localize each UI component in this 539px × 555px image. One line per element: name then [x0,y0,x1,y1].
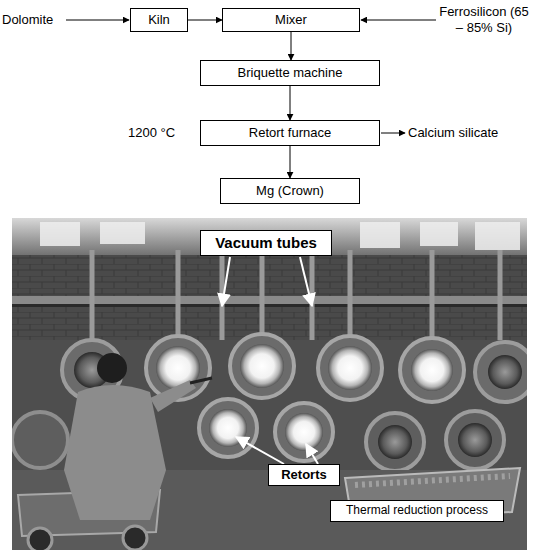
node-text: Vacuum tubes [215,234,317,251]
node-text: Thermal reduction process [346,504,488,518]
node-text: Briquette machine [238,66,343,81]
leader-line [306,444,318,464]
flow-arrow [188,20,222,21]
brick-wall [12,255,527,345]
node-text: Kiln [148,13,170,28]
leader-line [222,257,230,306]
flow-arrow [291,32,292,60]
node-text: Retort furnace [249,126,331,141]
flow-label: Calcium silicate [408,125,518,141]
input-arrow [361,20,436,21]
process-box: Retort furnace [200,120,380,146]
worker [64,353,212,520]
process-box: Mixer [222,8,360,32]
leader-line [236,437,284,464]
vacuum-manifold [12,296,527,304]
node-text: Mg (Crown) [256,184,324,199]
flow-arrow [290,146,291,178]
leader-line [300,257,312,306]
caption-box: Thermal reduction process [330,500,504,522]
flow-arrow [290,86,291,120]
process-box: Briquette machine [200,60,380,86]
furnace-front [12,340,527,550]
photo-background [12,218,527,550]
flow-label: 1200 °C [128,125,196,141]
product-box: Mg (Crown) [220,178,360,204]
callout-box: Retorts [268,464,340,486]
input-arrow [66,20,129,21]
output-arrow [381,133,405,134]
roof-windows [12,218,527,258]
node-text: Mixer [275,13,307,28]
callout-box: Vacuum tubes [200,230,332,256]
node-text: Retorts [281,468,327,483]
flow-label: Dolomite [2,12,66,28]
plant-photo [12,218,527,550]
manifold-shadow [12,304,527,307]
process-box: Kiln [130,8,188,32]
flow-label: Ferrosilicon (65 – 85% Si) [438,4,530,35]
